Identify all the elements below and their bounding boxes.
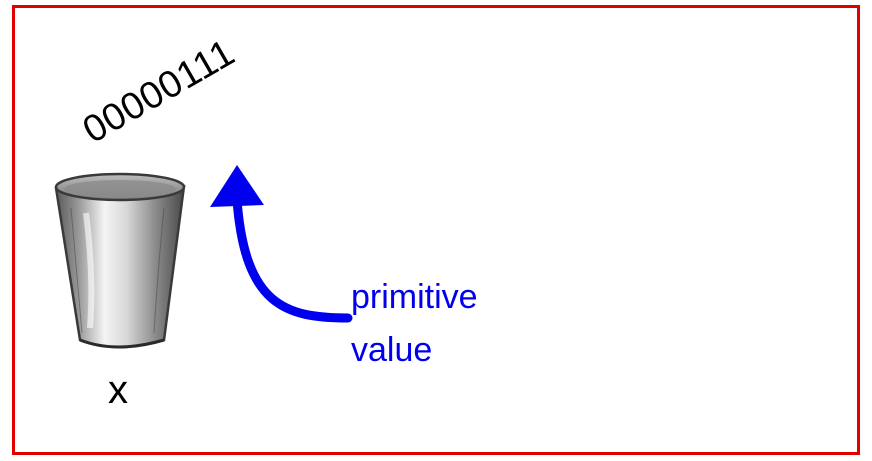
- diagram-frame: [12, 5, 860, 455]
- annotation-value: value: [351, 331, 433, 369]
- curved-arrow-icon: [210, 165, 353, 323]
- annotation-primitive: primitive: [351, 278, 478, 316]
- variable-name: x: [108, 368, 128, 412]
- cup-icon: [54, 172, 186, 349]
